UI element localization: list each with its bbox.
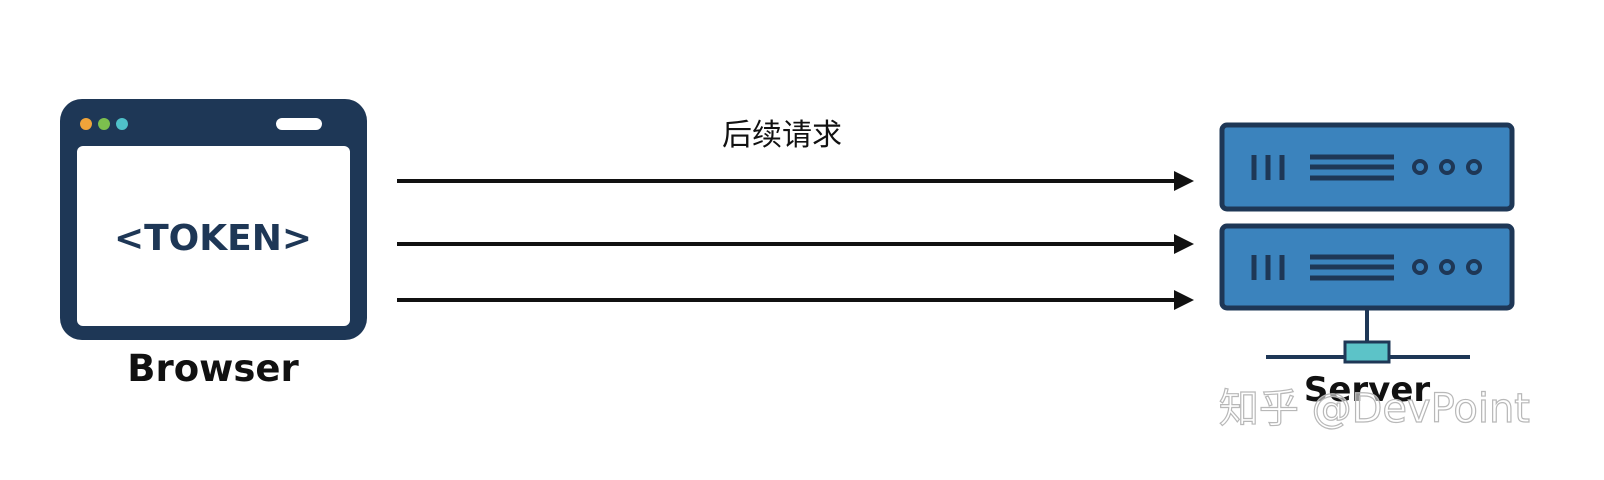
server-icon xyxy=(1219,122,1515,364)
address-bar-pill-icon xyxy=(276,118,322,130)
network-connector-icon xyxy=(1266,308,1470,364)
window-dot-green-icon xyxy=(98,118,110,130)
window-dot-orange-icon xyxy=(80,118,92,130)
server-unit-1 xyxy=(1219,122,1515,212)
token-text: <TOKEN> xyxy=(114,218,312,259)
browser-label: Browser xyxy=(127,347,299,390)
subsequent-requests-label: 后续请求 xyxy=(722,118,842,153)
browser-content-area xyxy=(77,146,350,326)
window-dot-teal-icon xyxy=(116,118,128,130)
server-unit-2 xyxy=(1219,223,1515,311)
watermark-text: 知乎 @DevPoint xyxy=(1219,386,1530,432)
server-label: Server xyxy=(1304,370,1431,410)
browser-window: <TOKEN> xyxy=(60,99,367,340)
